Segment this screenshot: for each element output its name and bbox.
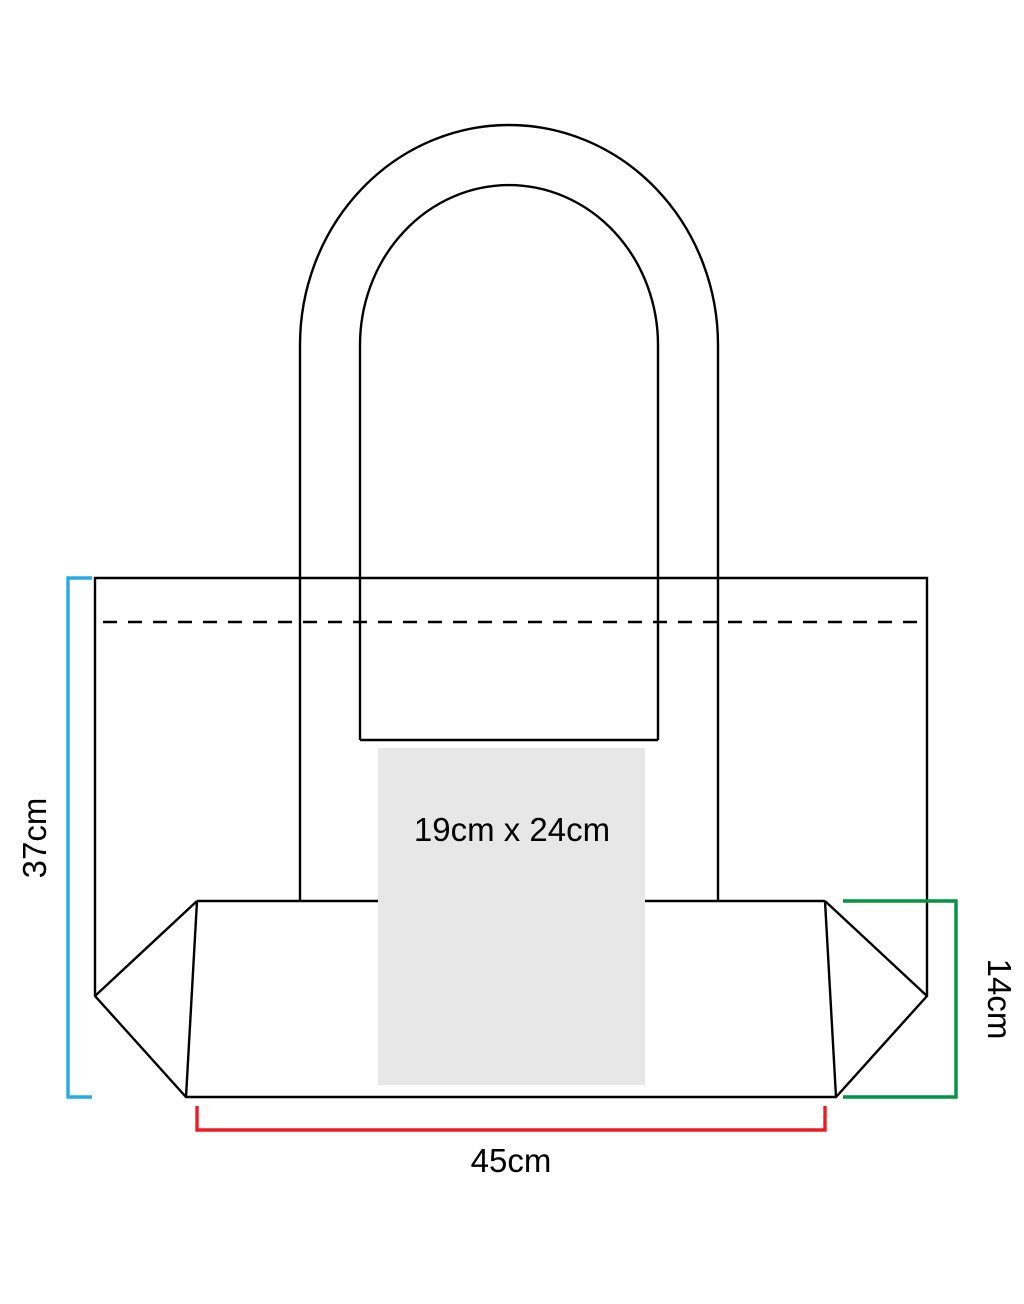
handle-outer-arc (298, 123, 720, 346)
height-dimension-label: 37cm (16, 798, 53, 879)
gusset-right-end (823, 900, 838, 1098)
left-fold-line (94, 900, 198, 997)
height-dimension-bracket (66, 576, 92, 1099)
print-area-label: 19cm x 24cm (414, 811, 610, 848)
bag-body-outline (93, 576, 929, 1099)
gusset-left-end (184, 900, 199, 1098)
width-dimension-label: 45cm (471, 1142, 552, 1179)
gusset-depth-dimension: 14cm (843, 899, 1018, 1099)
bag-handles-outline (298, 123, 720, 901)
gusset-depth-dimension-bracket (843, 899, 958, 1099)
height-dimension: 37cm (16, 576, 92, 1099)
print-area-rect (378, 748, 645, 1085)
gusset-depth-dimension-label: 14cm (981, 959, 1018, 1040)
width-dimension: 45cm (195, 1106, 827, 1179)
right-fold-line (824, 900, 928, 997)
handle-inner-arc (358, 183, 660, 346)
width-dimension-bracket (195, 1106, 827, 1132)
print-area: 19cm x 24cm (378, 748, 645, 1085)
